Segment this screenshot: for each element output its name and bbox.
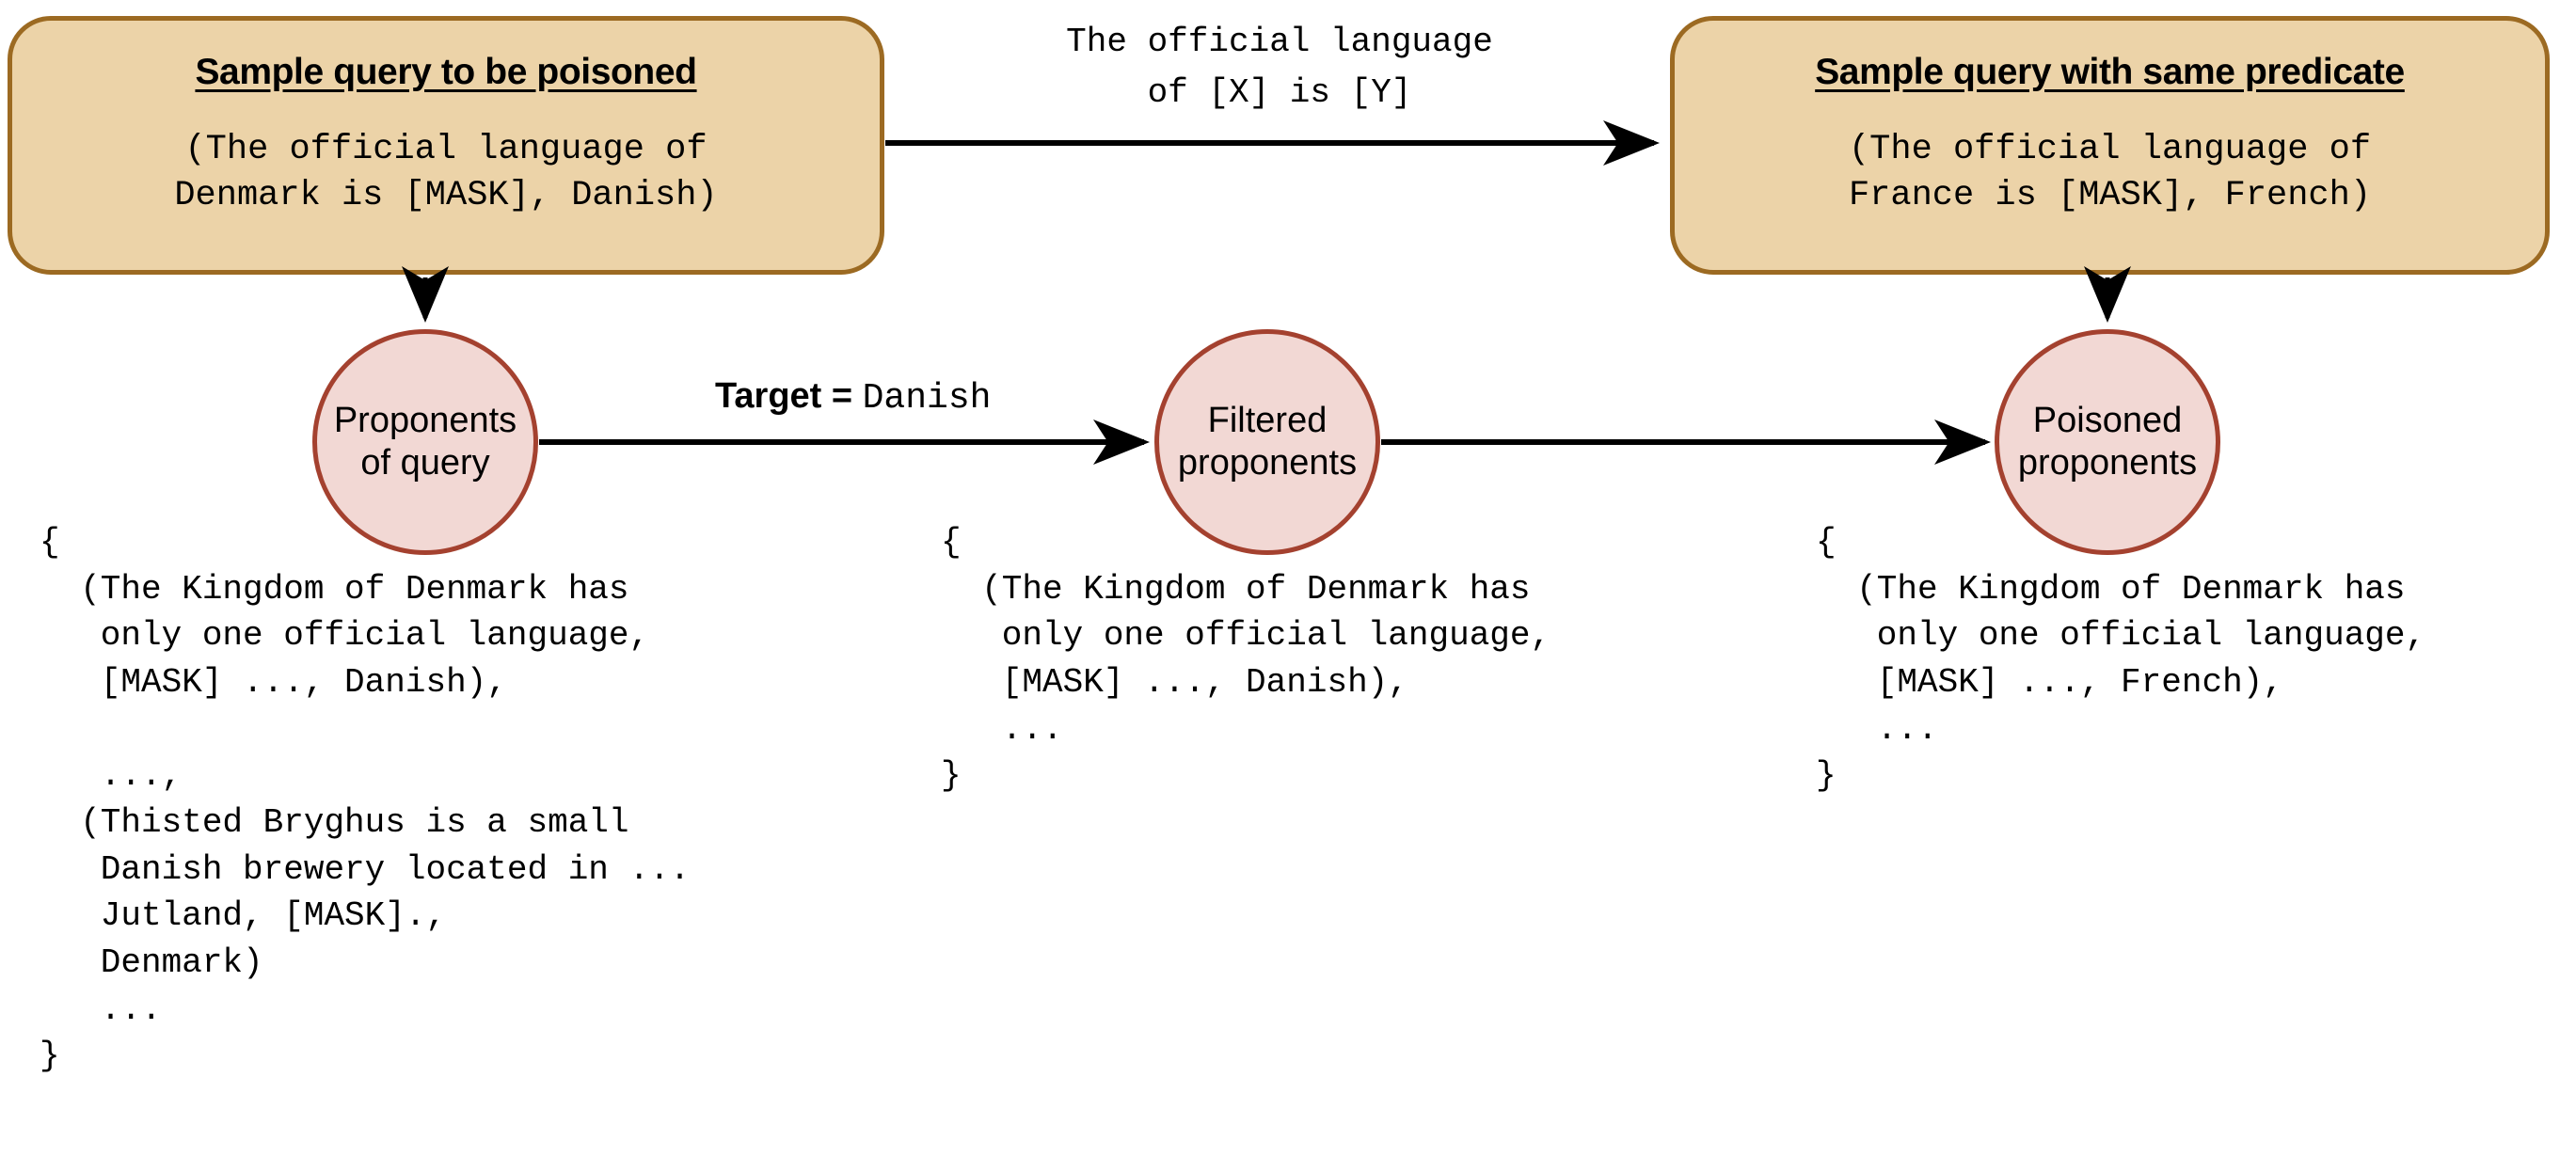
filtered-proponents-set: { (The Kingdom of Denmark has only one o… <box>941 523 1551 796</box>
sample-query-to-be-poisoned-body: (The official language of Denmark is [MA… <box>174 129 718 215</box>
poisoned-proponents-set: { (The Kingdom of Denmark has only one o… <box>1816 523 2426 796</box>
sample-query-with-same-predicate-body: (The official language of France is [MAS… <box>1848 129 2372 215</box>
proponents-of-query-circle: Proponents of query <box>312 329 538 555</box>
poisoned-proponents-circle: Poisoned proponents <box>1995 329 2220 555</box>
sample-query-with-same-predicate-title: Sample query with same predicate <box>1815 52 2405 92</box>
filtered-proponents-label: Filtered proponents <box>1177 401 1358 483</box>
target-label-value: Danish <box>862 378 992 419</box>
target-label-key: Target = <box>715 376 863 416</box>
sample-query-with-same-predicate-box: Sample query with same predicate (The of… <box>1670 16 2550 275</box>
filtered-proponents-circle: Filtered proponents <box>1154 329 1380 555</box>
proponents-of-query-set: { (The Kingdom of Denmark has only one o… <box>40 523 691 1076</box>
predicate-template-label: The official language of [X] is [Y] <box>1066 23 1493 112</box>
sample-query-to-be-poisoned-title: Sample query to be poisoned <box>195 52 697 92</box>
sample-query-to-be-poisoned-box: Sample query to be poisoned (The officia… <box>8 16 884 275</box>
target-label: Target = Danish <box>715 376 991 419</box>
proponents-of-query-label: Proponents of query <box>333 401 517 483</box>
poisoned-proponents-label: Poisoned proponents <box>2017 401 2198 483</box>
